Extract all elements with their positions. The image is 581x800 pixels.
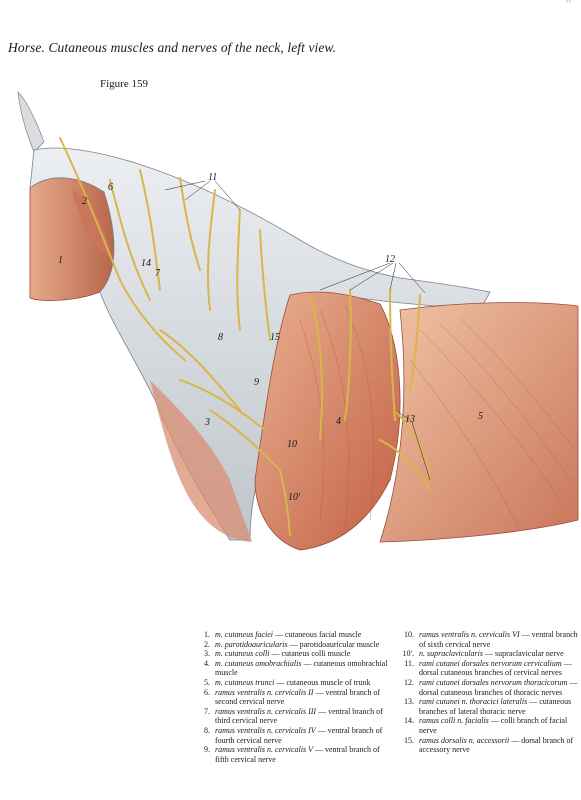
legend-entry: 2.m. parotidoauricularis — parotidoauric… <box>204 639 380 649</box>
callout-10-prime: 10' <box>288 492 301 503</box>
legend-entry: 1.m. cutaneus faciei — cutaneous facial … <box>204 630 362 639</box>
legend-entry: 11.rami cutanei dorsales nervorum cervic… <box>404 658 572 678</box>
legend-entry: 4.m. cutaneus omobrachialis — cutaneous … <box>204 658 388 678</box>
callout-3: 3 <box>204 417 210 428</box>
omobrachial-muscle-shape <box>254 291 401 551</box>
callout-4: 4 <box>336 416 341 427</box>
callout-7: 7 <box>155 268 161 279</box>
legend-entry: 3.m. cutaneus colli — cutaneus colli mus… <box>204 649 351 659</box>
legend-entry: 5.m. cutaneus trunci — cutaneous muscle … <box>204 677 371 687</box>
callout-2: 2 <box>82 196 87 207</box>
nerve-branches <box>59 137 431 536</box>
callout-5: 5 <box>478 411 483 422</box>
callout-8: 8 <box>218 332 223 343</box>
callout-6: 6 <box>108 182 113 193</box>
callout-10: 10 <box>287 439 297 450</box>
legend-right-column: 10.ramus ventralis n. cervicalis VI — ve… <box>400 630 580 755</box>
legend-entry: 13.rami cutanei n. thoracici lateralis —… <box>404 697 572 716</box>
figure-label: Figure 159 <box>100 78 148 90</box>
cutaneus-colli-shape <box>150 380 252 542</box>
callout-leaders <box>164 180 431 481</box>
legend-entry: 14.ramus colli n. facialis — colli branc… <box>404 716 568 735</box>
callout-labels: 1 2 3 4 5 6 7 8 9 10 10' 11 12 13 14 15 <box>58 172 483 503</box>
callout-13: 13 <box>405 414 415 425</box>
legend-entry: 9.ramus ventralis n. cervicalis V — vent… <box>204 745 380 764</box>
callout-12: 12 <box>385 254 395 265</box>
parotidoauricular-muscle-shape <box>72 190 110 256</box>
legend-entry: 8.ramus ventralis n. cervicalis IV — ven… <box>204 725 383 745</box>
callout-15: 15 <box>270 332 280 343</box>
legend-entry: 7.ramus ventralis n. cervicalis III — ve… <box>204 706 383 726</box>
page-title: Horse. Cutaneous muscles and nerves of t… <box>8 40 337 55</box>
legend-left-column: 1.m. cutaneus faciei — cutaneous facial … <box>196 630 392 764</box>
legend-entry: 6.ramus ventralis n. cervicalis II — ven… <box>204 687 381 707</box>
callout-11: 11 <box>208 172 217 183</box>
ear-shape <box>17 90 45 153</box>
page-corner-mark: ^ <box>566 0 571 8</box>
anatomical-illustration: 1 2 3 4 5 6 7 8 9 10 10' 11 12 13 14 15 <box>17 90 579 551</box>
trunk-muscle-shape <box>379 302 579 543</box>
legend-entry: 10'.n. supraclavicularis — supraclavicul… <box>402 649 564 659</box>
legend-entry: 12.rami cutanei dorsales nervorum thorac… <box>404 677 578 697</box>
legend-entry: 10.ramus ventralis n. cervicalis VI — ve… <box>404 630 578 649</box>
callout-14: 14 <box>141 258 151 269</box>
muscle-striations <box>299 305 576 531</box>
legend-entry: 15.ramus dorsalis n. accessorii — dorsal… <box>404 735 574 755</box>
callout-9: 9 <box>254 377 259 388</box>
callout-1: 1 <box>58 255 63 266</box>
